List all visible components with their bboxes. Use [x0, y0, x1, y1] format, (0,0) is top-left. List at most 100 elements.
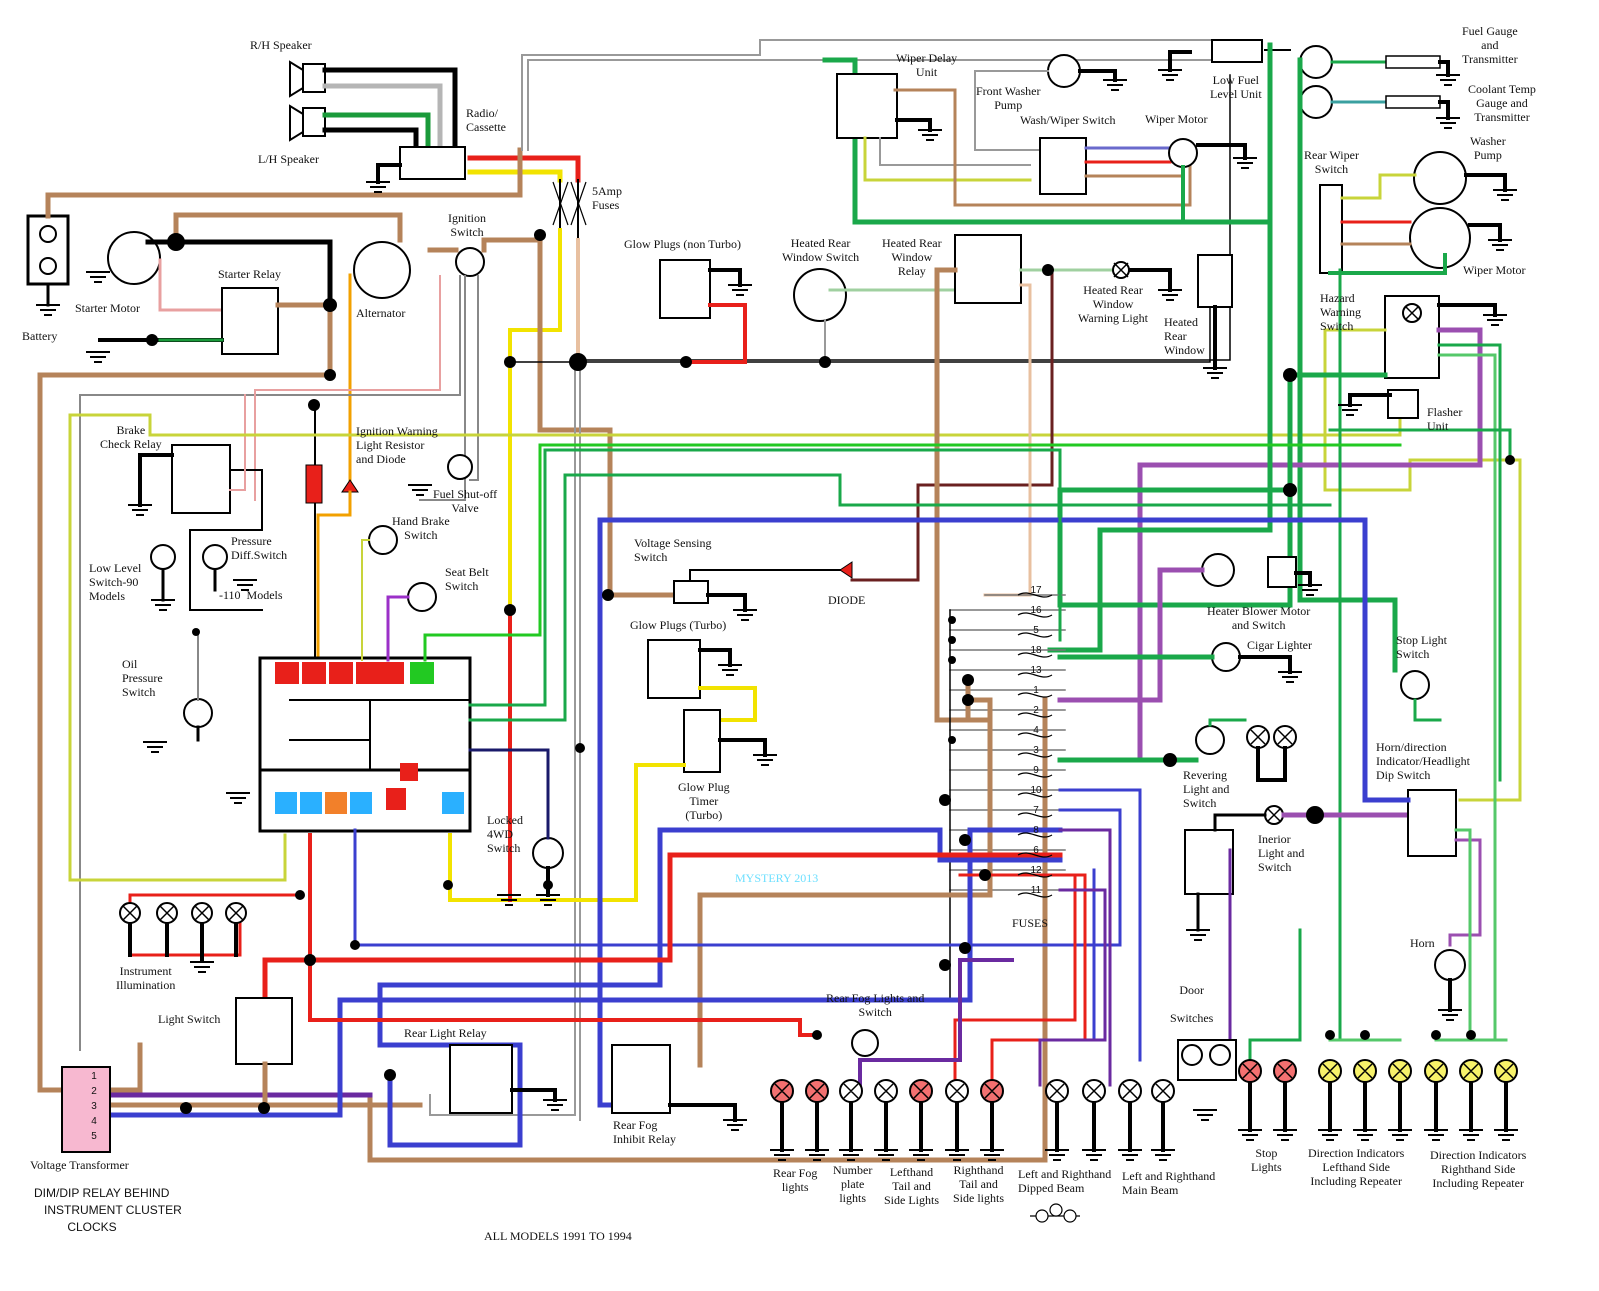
models-110-label: -110 Models — [219, 588, 283, 602]
hazard-switch-label: Hazard Warning Switch — [1320, 291, 1362, 333]
hand-brake-label: Hand Brake Switch — [392, 514, 450, 542]
instrument-illumination-label: Instrument Illumination — [116, 964, 176, 992]
rear-fog-lights-switch-label: Rear Fog Lights and Switch — [826, 991, 925, 1019]
low-fuel-level-unit — [1211, 39, 1263, 63]
light-switch-label: Light Switch — [158, 1012, 221, 1026]
wash-wiper-switch — [1039, 137, 1087, 195]
wash-wiper-switch-label: Wash/Wiper Switch — [1020, 113, 1116, 127]
fuel-gauge — [1299, 45, 1333, 79]
horn — [1434, 949, 1466, 981]
reversing-label: Revering Light and Switch — [1183, 768, 1230, 810]
reversing-light-switch — [1195, 725, 1225, 755]
coolant-temp-gauge — [1299, 85, 1333, 119]
low-level-90-label: Low Level Switch-90 Models — [89, 561, 142, 603]
stop-light-switch-label: Stop Light Switch — [1396, 633, 1448, 661]
ignition-switch — [455, 247, 485, 277]
wiper-delay-unit-label: Wiper Delay Unit — [896, 51, 958, 79]
low-fuel-level-label: Low Fuel Level Unit — [1210, 73, 1262, 101]
ignition-switch-label: Ignition Switch — [448, 211, 486, 239]
fuse-number: 1 — [1033, 685, 1039, 696]
fuse-number: 5 — [1033, 625, 1039, 636]
fuse-number: 6 — [1033, 845, 1039, 856]
speakers — [289, 60, 326, 142]
battery-label: Battery — [22, 329, 58, 343]
glow-plugs-non-turbo — [659, 259, 711, 319]
lamp-crosses — [122, 262, 1514, 1099]
heated-rear-window-switch — [793, 268, 847, 322]
heated-rear-window-switch-label: Heated Rear Window Switch — [782, 236, 860, 264]
glow-plugs-turbo — [647, 639, 701, 699]
glow-plug-timer — [683, 709, 721, 773]
fuse-number: 16 — [1030, 605, 1042, 616]
dim-dip-note: DIM/DIP RELAY BEHIND INSTRUMENT CLUSTER … — [34, 1186, 182, 1234]
brake-check-relay — [171, 444, 231, 514]
rear-fog-inhibit-relay — [611, 1044, 671, 1114]
heated-rear-window — [1197, 254, 1233, 308]
door-switches-label: Door Switches — [1170, 983, 1214, 1025]
front-washer-pump — [1047, 54, 1081, 88]
heater-blower-label: Heater Blower Motor and Switch — [1207, 604, 1311, 632]
transformer-pin: 2 — [91, 1086, 97, 1097]
transformer-pin: 1 — [91, 1071, 97, 1082]
dir-left-label: Direction Indicators Lefthand Side Inclu… — [1308, 1146, 1405, 1188]
stop-lights-label: Stop Lights — [1251, 1146, 1282, 1174]
oil-pressure-label: Oil Pressure Switch — [122, 657, 163, 699]
light-switch — [235, 997, 293, 1065]
seat-belt-label: Seat Belt Switch — [445, 565, 489, 593]
glow-plugs-turbo-label: Glow Plugs (Turbo) — [630, 618, 727, 632]
fuse-glyphs — [552, 181, 1053, 898]
radio-cassette — [399, 146, 466, 180]
fuel-gauge-label: Fuel Gauge and Transmitter — [1462, 24, 1518, 66]
washer-pump-rear — [1413, 151, 1467, 205]
watermark: MYSTERY 2013 — [735, 871, 819, 885]
wiper-motor-front — [1168, 138, 1198, 168]
logo-icon — [1030, 1203, 1080, 1223]
flasher-unit — [1387, 389, 1419, 419]
voltage-sensing-label: Voltage Sensing Switch — [634, 536, 712, 564]
heater-blower-motor — [1201, 553, 1235, 587]
heated-rear-window-relay-label: Heated Rear Window Relay — [882, 236, 942, 278]
fuse-number: 10 — [1030, 785, 1042, 796]
voltage-transformer — [61, 1066, 111, 1153]
locked-4wd-label: Locked 4WD Switch — [487, 813, 523, 855]
brake-check-relay-label: Brake Check Relay — [100, 423, 162, 451]
glow-plug-timer-label: Glow Plug Timer (Turbo) — [678, 780, 730, 822]
fuse-number: 3 — [1033, 745, 1039, 756]
interior-light-label: Inerior Light and Switch — [1258, 832, 1305, 874]
fuse-number: 4 — [1033, 725, 1039, 736]
rear-fog-lights-switch — [851, 1029, 879, 1057]
wiper-motor-rear-label: Wiper Motor — [1463, 263, 1526, 277]
number-plate-label: Number plate lights — [833, 1163, 873, 1205]
all-models-note: ALL MODELS 1991 TO 1994 — [484, 1229, 632, 1243]
fuse-number: 17 — [1030, 585, 1042, 596]
rear-light-relay — [449, 1044, 513, 1114]
ignition-warning-label: Ignition Warning Light Resistor and Diod… — [356, 424, 438, 466]
oil-pressure-switch — [183, 698, 213, 728]
starter-relay-label: Starter Relay — [218, 267, 281, 281]
locked-4wd-switch — [532, 837, 564, 869]
coolant-temp-label: Coolant Temp Gauge and Transmitter — [1468, 82, 1536, 124]
fuse-number: 9 — [1033, 765, 1039, 776]
alternator-label: Alternator — [356, 306, 406, 320]
horn-direction-dip-switch — [1407, 789, 1457, 857]
rear-wiper-switch — [1319, 184, 1343, 274]
glow-plugs-non-turbo-label: Glow Plugs (non Turbo) — [624, 237, 742, 251]
ground-symbols — [36, 69, 1518, 1161]
fuse-number: 8 — [1033, 825, 1039, 836]
junction-dots — [146, 229, 1515, 1114]
rear-fog-lights-label: Rear Fog lights — [773, 1166, 818, 1194]
rh-tail-label: Righthand Tail and Side lights — [953, 1163, 1005, 1205]
cigar-lighter-label: Cigar Lighter — [1247, 638, 1312, 652]
stop-light-switch — [1400, 670, 1430, 700]
starter-motor — [107, 231, 161, 285]
rear-wiper-switch-label: Rear Wiper Switch — [1304, 148, 1359, 176]
diode-label: DIODE — [828, 593, 866, 607]
alternator — [353, 241, 411, 299]
horn-switch-label: Horn/direction Indicator/Headlight Dip S… — [1376, 740, 1470, 782]
fuse-number: 7 — [1033, 805, 1039, 816]
flasher-unit-label: Flasher Unit — [1427, 405, 1463, 433]
fuse-number: 2 — [1033, 705, 1039, 716]
fuses-5amp-label: 5Amp Fuses — [592, 184, 622, 212]
